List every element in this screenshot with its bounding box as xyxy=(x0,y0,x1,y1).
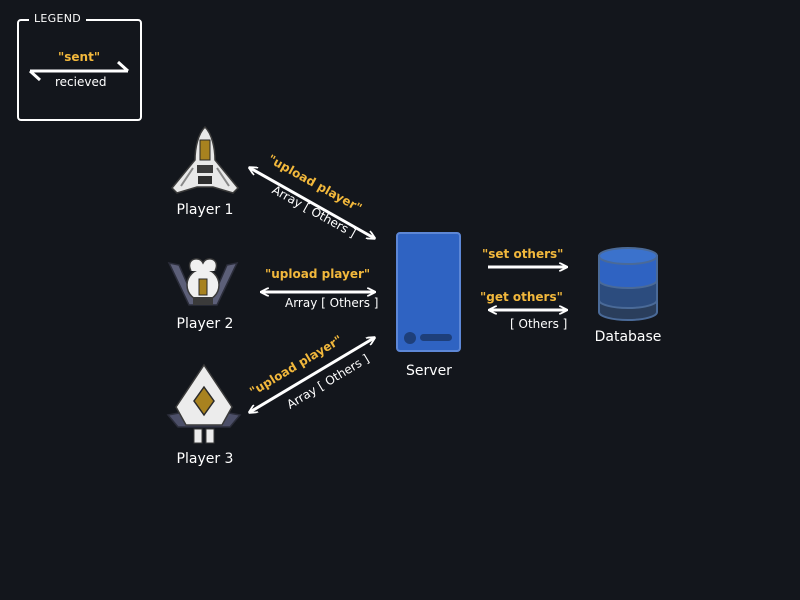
legend-arrow xyxy=(28,60,130,82)
server-icon xyxy=(396,232,461,352)
player-1-arrow xyxy=(250,168,374,238)
legend-title: LEGEND xyxy=(29,12,87,25)
player-2-received-label: Array [ Others ] xyxy=(285,296,379,310)
server-name: Server xyxy=(406,363,452,379)
player-3-ship-icon xyxy=(166,363,242,444)
legend-sent-label: "sent" xyxy=(58,50,101,64)
player-3-arrow xyxy=(250,338,374,412)
database-icon xyxy=(598,247,658,321)
db-received-label: [ Others ] xyxy=(510,317,568,331)
player-2-name: Player 2 xyxy=(176,316,234,332)
player-1-ship-icon xyxy=(170,125,240,194)
player-1-name: Player 1 xyxy=(176,202,234,218)
set-others-label: "set others" xyxy=(482,247,564,261)
database-name: Database xyxy=(594,329,662,345)
player-2-ship-icon xyxy=(167,258,239,306)
legend-received-label: recieved xyxy=(55,75,107,89)
player-2-sent-label: "upload player" xyxy=(265,267,371,281)
player-3-name: Player 3 xyxy=(176,451,234,467)
get-others-label: "get others" xyxy=(480,290,563,304)
legend-box: LEGEND xyxy=(17,12,142,121)
